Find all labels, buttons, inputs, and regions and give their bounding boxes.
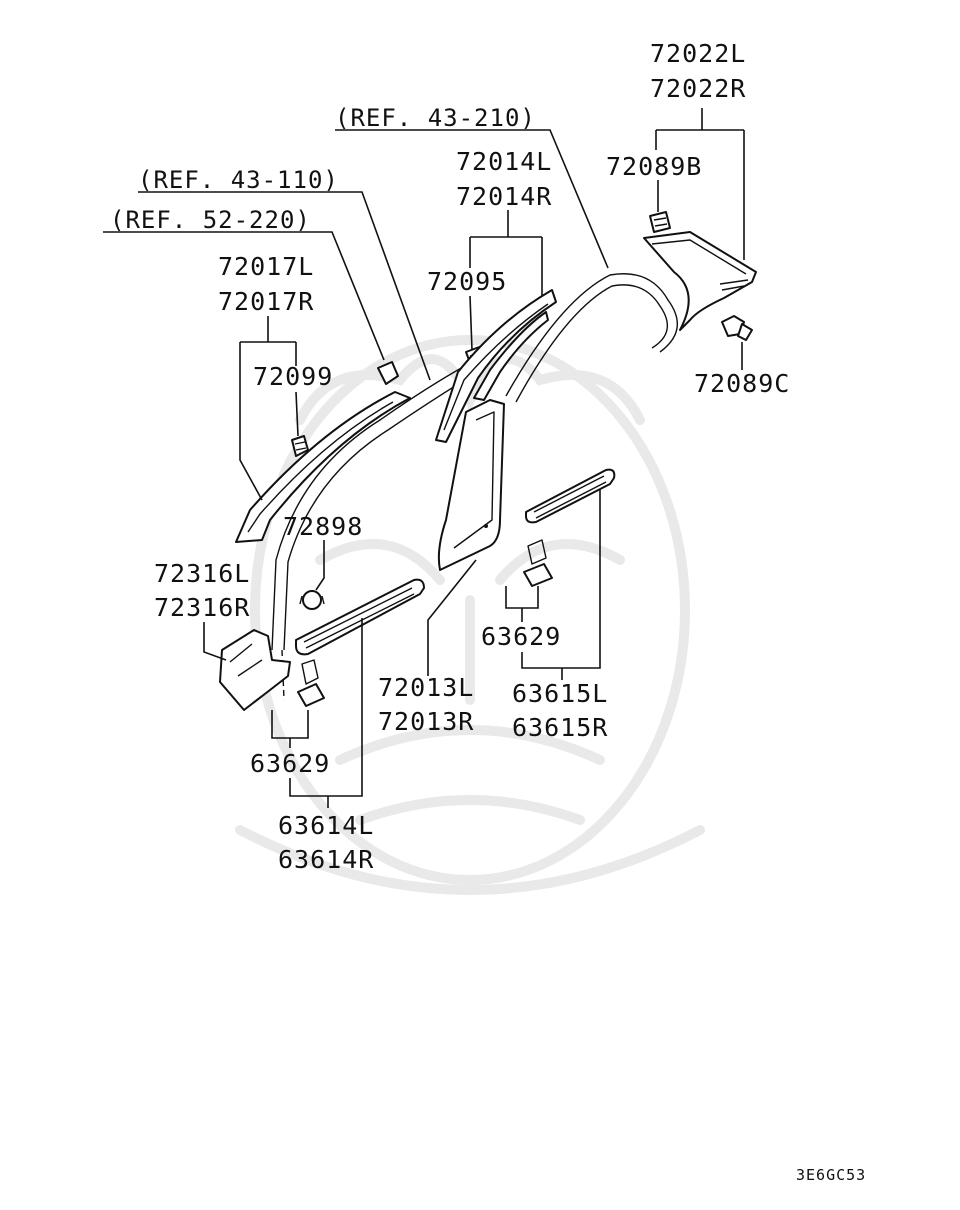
label-63629-right: 63629	[481, 622, 561, 651]
push-clip-72089C	[721, 315, 753, 341]
pillar-garnish-72014	[435, 289, 557, 443]
label-72013R: 72013R	[378, 707, 474, 736]
label-72014L: 72014L	[456, 147, 552, 176]
clip-72089B	[649, 211, 671, 233]
labels: (REF. 43-210) (REF. 43-110) (REF. 52-220…	[110, 39, 866, 1184]
label-63614R: 63614R	[278, 845, 374, 874]
cowl-trim-72316	[219, 629, 291, 711]
label-ref-43-110: (REF. 43-110)	[138, 166, 339, 194]
label-63615L: 63615L	[512, 679, 608, 708]
label-72013L: 72013L	[378, 673, 474, 702]
scuff-plate-63614	[295, 578, 425, 656]
label-72022R: 72022R	[650, 74, 746, 103]
label-72022L: 72022L	[650, 39, 746, 68]
label-63614L: 63614L	[278, 811, 374, 840]
label-63629-left: 63629	[250, 749, 330, 778]
a-pillar-trim-72017	[235, 391, 411, 543]
clip-63629-left	[297, 659, 325, 707]
scuff-plate-63615	[525, 468, 616, 524]
label-72017R: 72017R	[218, 287, 314, 316]
label-72898: 72898	[283, 512, 363, 541]
label-72316L: 72316L	[154, 559, 250, 588]
label-72316R: 72316R	[154, 593, 250, 622]
quarter-trim-72022	[643, 231, 757, 331]
clip-72099	[291, 435, 309, 457]
label-72014R: 72014R	[456, 182, 552, 211]
label-63615R: 63615R	[512, 713, 608, 742]
diagram-code: 3E6GC53	[796, 1166, 866, 1184]
label-72089C: 72089C	[694, 369, 790, 398]
label-72099: 72099	[253, 362, 333, 391]
label-72017L: 72017L	[218, 252, 314, 281]
fastener-ref-52-220	[377, 361, 399, 385]
weatherstrip-ref-43-210	[505, 273, 678, 403]
watermark-emblem	[235, 335, 705, 895]
b-pillar-trim-72013	[437, 399, 505, 571]
label-72095: 72095	[427, 267, 507, 296]
label-ref-52-220: (REF. 52-220)	[110, 206, 311, 234]
label-ref-43-210: (REF. 43-210)	[335, 104, 536, 132]
label-72089B: 72089B	[606, 152, 702, 181]
leader-lines	[103, 108, 745, 808]
clip-63629-right	[523, 539, 553, 587]
clip-72898	[299, 590, 325, 610]
